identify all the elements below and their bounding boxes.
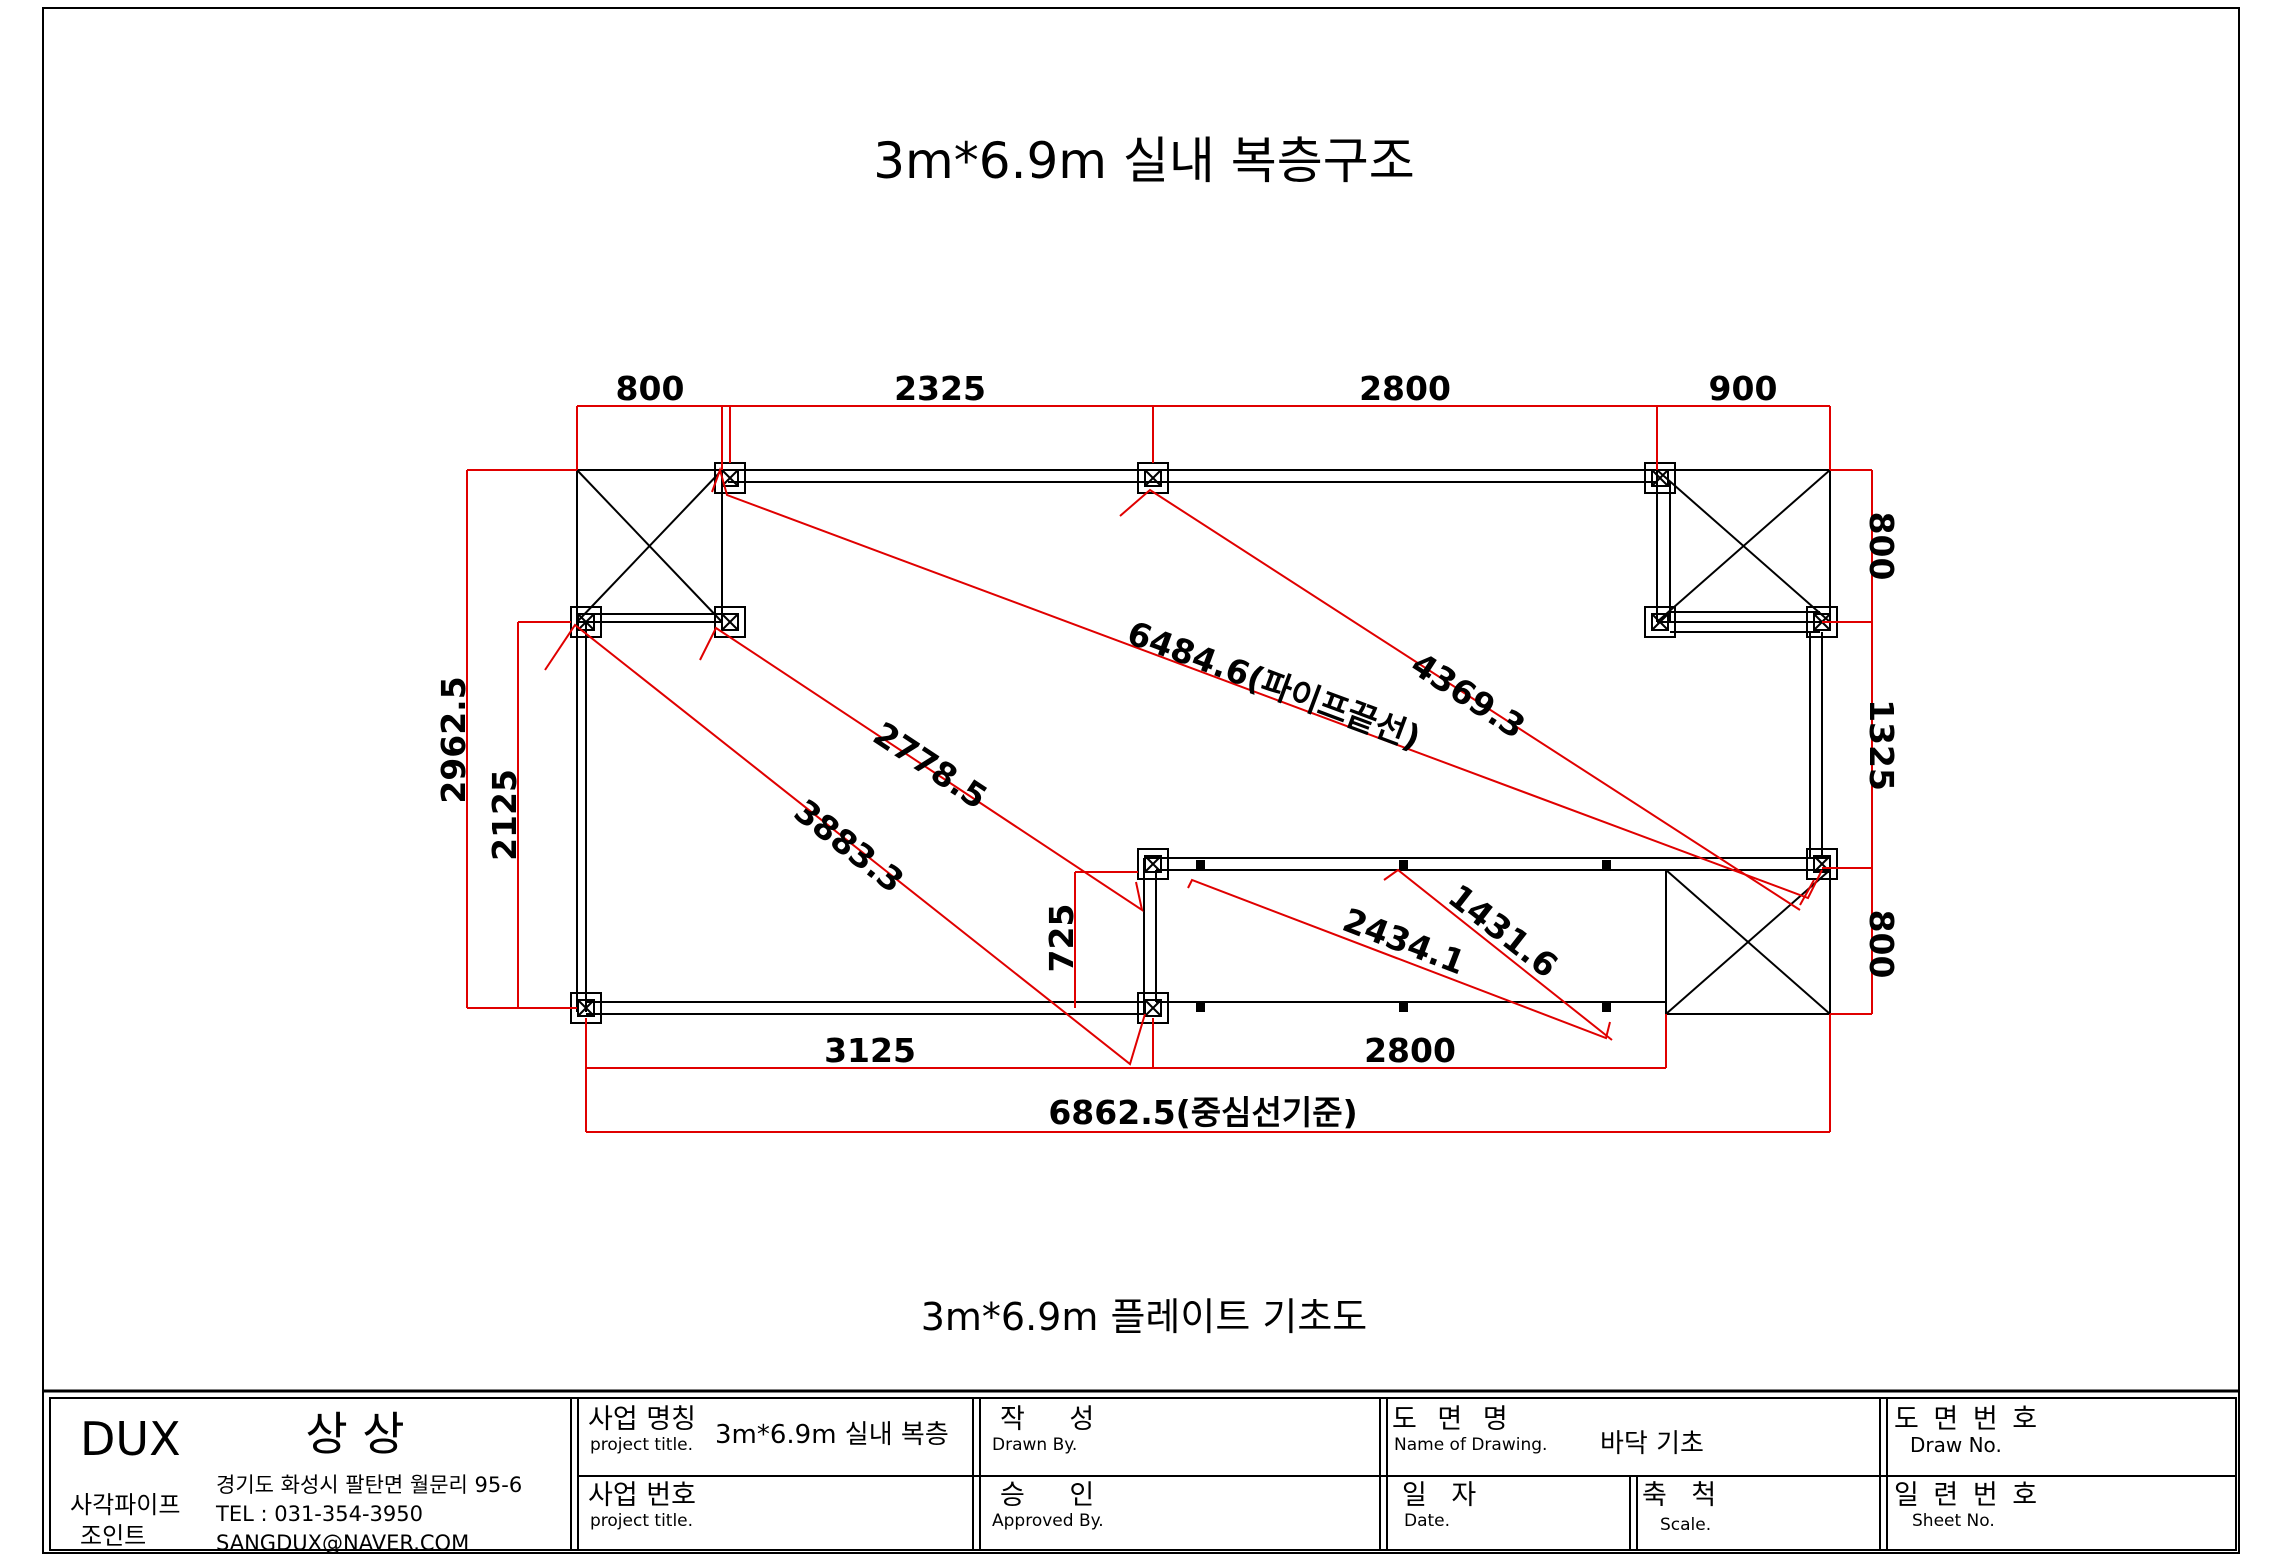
dim-left-2962: 2962.5: [434, 676, 473, 803]
base-plates: [570, 462, 1838, 1024]
bolt-marks: [1196, 860, 1611, 1012]
project-no-label: 사업 번호: [588, 1480, 696, 1511]
dim-top-2800: 2800: [1359, 369, 1451, 408]
project-title-value: 3m*6.9m 실내 복층: [715, 1420, 949, 1450]
company-email: SANGDUX@NAVER.COM: [216, 1531, 469, 1555]
company-type-1: 사각파이프: [70, 1491, 180, 1519]
project-title-label: 사업 명칭: [588, 1404, 696, 1435]
dim-diag-4369: 4369.3: [1404, 644, 1532, 746]
drawing-subtitle: 3m*6.9m 플레이트 기초도: [921, 1295, 1368, 1339]
dim-bottom-3125: 3125: [824, 1031, 916, 1070]
drawing-name-label: 도 면 명: [1392, 1404, 1514, 1435]
company-name: 상 상: [305, 1407, 404, 1461]
date-label-en: Date.: [1404, 1511, 1450, 1531]
dim-right-800-top: 800: [1862, 512, 1901, 581]
dim-diag-3883: 3883.3: [787, 791, 911, 900]
dim-bottom-total: 6862.5(중심선기준): [1048, 1093, 1357, 1132]
dim-diag-2778: 2778.5: [866, 714, 994, 817]
dim-left-2125: 2125: [485, 769, 524, 861]
dim-top-800: 800: [616, 369, 685, 408]
base-plate: [1806, 848, 1838, 880]
dim-top-2325: 2325: [894, 369, 986, 408]
company-type-2: 조인트: [80, 1522, 146, 1550]
floor-plan-structure: [576, 469, 1831, 1015]
approved-by-label-en: Approved By.: [992, 1511, 1104, 1531]
title-block-text: DUX 상 상 사각파이프 조인트 경기도 화성시 팔탄면 월문리 95-6 T…: [70, 1404, 2040, 1555]
dim-right-1325: 1325: [1862, 699, 1901, 791]
scale-label-en: Scale.: [1660, 1515, 1711, 1535]
title-block: [43, 1389, 2239, 1551]
company-brand: DUX: [80, 1412, 181, 1466]
base-plate: [1644, 462, 1676, 494]
dim-right-800-bottom: 800: [1862, 910, 1901, 979]
drawing-name-label-en: Name of Drawing.: [1394, 1435, 1547, 1455]
approved-by-label: 승 인: [1000, 1480, 1112, 1511]
company-address: 경기도 화성시 팔탄면 월문리 95-6: [216, 1473, 522, 1497]
drawing-name-value: 바닥 기초: [1600, 1429, 1704, 1459]
company-tel: TEL : 031-354-3950: [215, 1502, 423, 1526]
dim-bottom-2800: 2800: [1364, 1031, 1456, 1070]
base-plate: [1137, 462, 1169, 494]
date-label: 일 자: [1402, 1480, 1484, 1511]
drawn-by-label: 작 성: [1000, 1404, 1112, 1435]
sheet-no-label: 일 련 번 호: [1894, 1480, 2040, 1511]
base-plate: [1644, 606, 1676, 638]
drawn-by-label-en: Drawn By.: [992, 1435, 1077, 1455]
drawing-title: 3m*6.9m 실내 복층구조: [873, 132, 1415, 190]
project-no-label-en: project title.: [590, 1511, 693, 1531]
sheet-border: [42, 7, 2240, 1554]
sheet-no-label-en: Sheet No.: [1912, 1511, 1995, 1531]
dim-top-900: 900: [1709, 369, 1778, 408]
dimension-lines: [466, 405, 1873, 1133]
draw-no-label: 도 면 번 호: [1894, 1404, 2040, 1435]
base-plate: [714, 462, 746, 494]
base-plate: [1137, 848, 1169, 880]
dim-inner-725: 725: [1042, 904, 1081, 973]
project-title-label-en: project title.: [590, 1435, 693, 1455]
draw-no-label-en: Draw No.: [1910, 1433, 2002, 1457]
dim-diag-6484: 6484.6(파이프끝선): [1122, 613, 1426, 757]
scale-label: 축 척: [1642, 1480, 1724, 1511]
